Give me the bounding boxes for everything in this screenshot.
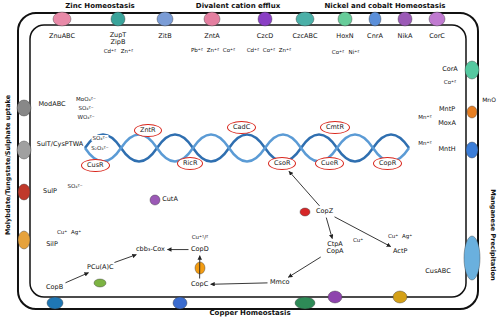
protein-label: Mn⁺² bbox=[417, 140, 432, 146]
regulator-name: CusR bbox=[87, 162, 104, 169]
protein-node: CopD bbox=[190, 245, 210, 254]
protein-label: ModABC bbox=[37, 101, 66, 108]
protein-label: Cd⁺² bbox=[103, 48, 117, 54]
protein-label: WO₄²⁻ bbox=[76, 114, 95, 120]
protein-name: ActP bbox=[393, 248, 407, 255]
flow-arrow bbox=[167, 249, 188, 250]
protein-node: CopZ bbox=[315, 207, 334, 216]
inner-membrane bbox=[30, 25, 466, 297]
protein-node: CopC bbox=[190, 280, 209, 289]
protein-name: CopB bbox=[46, 284, 63, 291]
protein-label: Co⁺² bbox=[222, 47, 236, 53]
protein-label: S₂O₃²⁻ bbox=[90, 145, 109, 151]
protein-label: Co⁺² bbox=[443, 79, 457, 85]
protein-label: SO₄²⁻ bbox=[91, 135, 108, 141]
regulator-name: CueR bbox=[321, 160, 338, 167]
protein-node: CtpA CopA bbox=[322, 240, 348, 256]
regulator-oval: CadC bbox=[227, 121, 256, 134]
protein-label: Cu⁺ bbox=[352, 237, 364, 243]
flow-arrow bbox=[199, 256, 200, 279]
regulator-oval: RicR bbox=[177, 157, 203, 170]
protein-node: ActP bbox=[392, 247, 408, 256]
protein-label: Co⁺² bbox=[262, 47, 276, 53]
protein-label: MnO bbox=[481, 97, 497, 104]
regulator-name: CmtR bbox=[326, 124, 344, 131]
protein-label: SO₄²⁻ bbox=[77, 105, 94, 111]
protein-label: Ag⁺ bbox=[401, 233, 413, 239]
regulator-oval: CopR bbox=[373, 157, 402, 170]
protein-label: MoxA bbox=[437, 120, 457, 127]
protein-label: Cu⁺ bbox=[387, 233, 399, 239]
protein-label: MntP bbox=[438, 106, 456, 113]
protein-label: SilP bbox=[45, 241, 59, 248]
protein-label: SulP bbox=[42, 188, 58, 195]
regulator-name: CopR bbox=[379, 160, 396, 167]
protein-label: MoO₄²⁻ bbox=[75, 96, 97, 102]
protein-label: Ag⁺ bbox=[70, 229, 82, 235]
section-heading: Zinc Homeostasis bbox=[64, 3, 136, 11]
protein-label: CutA bbox=[161, 196, 179, 203]
protein-label: ZipB bbox=[110, 39, 127, 46]
regulator-oval: CueR bbox=[315, 157, 344, 170]
section-heading: Manganese Precipitation bbox=[488, 188, 495, 281]
protein-label: CusABC bbox=[424, 268, 451, 275]
regulator-name: ZntR bbox=[140, 127, 156, 134]
protein-name: PCu(A)C bbox=[87, 264, 114, 271]
regulator-oval: CusR bbox=[81, 159, 110, 172]
section-heading: Nickel and cobalt Homeostasis bbox=[324, 3, 447, 11]
protein-label: Pb⁺² bbox=[190, 47, 204, 53]
protein-label: Co⁺² bbox=[331, 49, 345, 55]
protein-node: CopB bbox=[45, 283, 64, 292]
protein-name: Mmco bbox=[270, 279, 290, 286]
protein-name: CopC bbox=[191, 281, 208, 288]
protein-name: CopD bbox=[191, 246, 209, 253]
protein-label: Cu⁺¹/² bbox=[191, 234, 210, 240]
flow-arrow bbox=[65, 273, 88, 283]
outer-membrane bbox=[18, 13, 478, 309]
flow-arrow bbox=[288, 257, 320, 277]
regulator-name: RicR bbox=[183, 160, 197, 167]
protein-label: Cd⁺² bbox=[246, 47, 260, 53]
section-heading: Divalent cation efflux bbox=[195, 3, 281, 11]
protein-label: ZnuABC bbox=[48, 33, 76, 40]
protein-label: CzcABC bbox=[292, 33, 319, 40]
protein-label: Ni⁺² bbox=[348, 49, 361, 55]
protein-node: PCu(A)C bbox=[86, 263, 115, 272]
protein-label: CorC bbox=[428, 33, 446, 40]
protein-label: Zn⁺² bbox=[278, 47, 292, 53]
protein-name: cbb₃-Cox bbox=[136, 246, 165, 253]
regulator-name: CsoR bbox=[274, 160, 290, 167]
dna-helix bbox=[85, 135, 409, 162]
protein-name: CopZ bbox=[316, 208, 333, 215]
protein-label: CorA bbox=[441, 66, 459, 73]
protein-label: CnrA bbox=[366, 33, 384, 40]
membrane-proteins bbox=[17, 12, 480, 309]
regulator-oval: CsoR bbox=[268, 157, 296, 170]
protein-node: cbb₃-Cox bbox=[135, 245, 166, 254]
protein-label: NikA bbox=[397, 33, 414, 40]
protein-label: Zn⁺² bbox=[120, 48, 134, 54]
section-heading: Molybdate/Tungstate/Sulphate uptake bbox=[5, 94, 12, 236]
flow-arrow bbox=[289, 171, 320, 206]
regulator-oval: ZntR bbox=[134, 124, 162, 137]
protein-label: Cu⁺ bbox=[56, 229, 68, 235]
protein-label: CzcD bbox=[256, 33, 275, 40]
protein-label: HoxN bbox=[335, 33, 354, 40]
flow-arrow bbox=[114, 255, 136, 263]
protein-label: ZitB bbox=[157, 33, 172, 40]
protein-node: Mmco bbox=[269, 278, 291, 287]
protein-label: ZntA bbox=[203, 33, 221, 40]
protein-label: Zn⁺² bbox=[206, 47, 220, 53]
regulator-name: CadC bbox=[233, 124, 250, 131]
protein-label: Mn⁺² bbox=[417, 114, 432, 120]
flow-arrow bbox=[326, 218, 332, 239]
flow-arrow bbox=[211, 283, 268, 284]
protein-label: SulT/CysPTWA bbox=[36, 141, 84, 148]
protein-label: MntH bbox=[437, 146, 456, 153]
protein-name: CtpA CopA bbox=[323, 241, 347, 255]
regulator-oval: CmtR bbox=[320, 121, 350, 134]
section-heading: Copper Homeostasis bbox=[208, 310, 291, 318]
protein-label: SO₄²⁻ bbox=[66, 183, 83, 189]
